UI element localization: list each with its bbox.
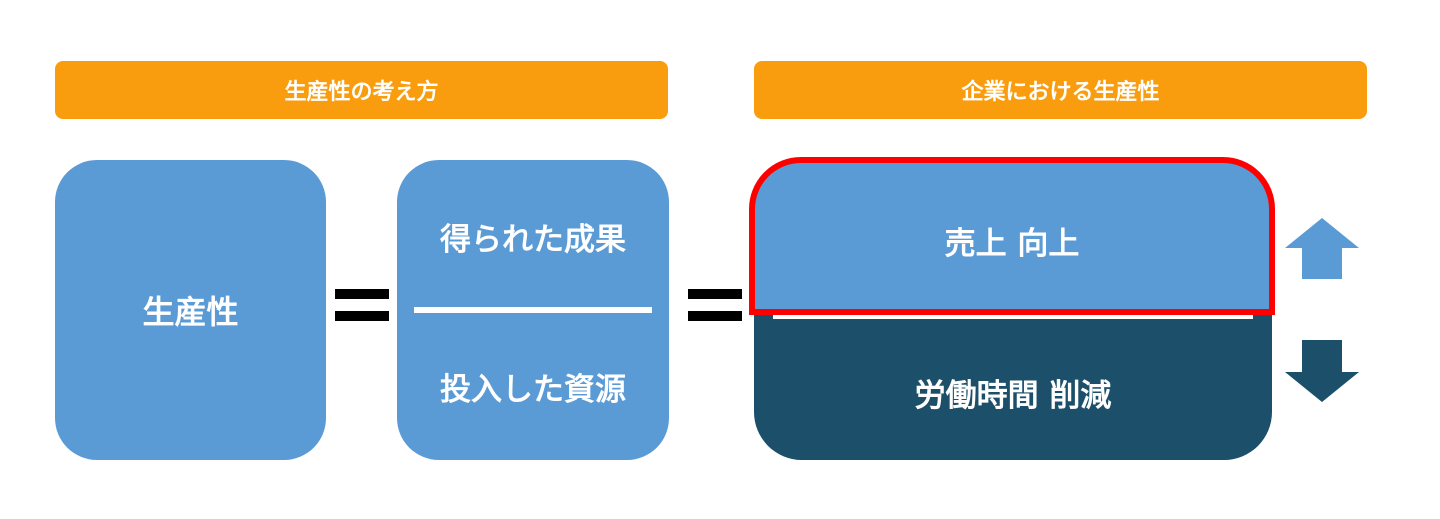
equals-sign-1	[335, 289, 389, 321]
up-arrow-icon	[1285, 218, 1359, 279]
numerator: 得られた成果	[440, 222, 626, 258]
denominator: 投入した資源	[440, 372, 626, 408]
down-arrow-icon	[1285, 340, 1359, 402]
productivity-box: 生産性	[55, 160, 326, 460]
left-header: 生産性の考え方	[55, 61, 668, 119]
sales-label: 売上 向上	[944, 226, 1080, 262]
fraction-box: 得られた成果 投入した資源	[397, 160, 669, 460]
sales-box-highlighted: 売上 向上	[749, 157, 1275, 315]
fraction-line	[414, 307, 652, 313]
right-header: 企業における生産性	[754, 61, 1367, 119]
equals-sign-2	[688, 289, 742, 321]
divider-line	[773, 313, 1253, 319]
hours-label: 労働時間 削減	[914, 378, 1112, 414]
